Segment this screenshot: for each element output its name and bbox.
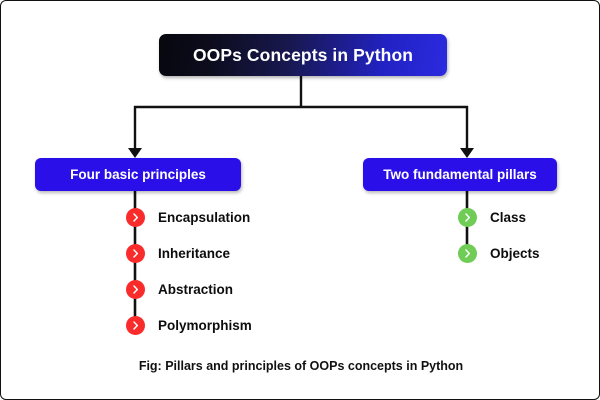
leaf-item-label: Encapsulation	[158, 209, 251, 225]
leaf-item[interactable]: Class	[458, 207, 526, 227]
leaf-item-label: Inheritance	[158, 245, 231, 261]
leaf-item[interactable]: Inheritance	[126, 243, 230, 263]
chevron-right-icon	[126, 315, 145, 335]
leaf-item[interactable]: Abstraction	[126, 279, 233, 299]
figure-caption: Fig: Pillars and principles of OOPs conc…	[138, 359, 464, 373]
leaf-item[interactable]: Objects	[458, 243, 540, 263]
branch-node-two-fundamental-pillars[interactable]: Two fundamental pillars	[363, 158, 557, 191]
chevron-right-icon	[126, 243, 145, 263]
root-node-oops-concepts[interactable]: OOPs Concepts in Python	[159, 34, 447, 76]
leaf-item-label: Objects	[490, 245, 540, 261]
leaf-item[interactable]: Polymorphism	[126, 315, 252, 335]
branch-node-label: Two fundamental pillars	[383, 167, 537, 182]
root-node-label: OOPs Concepts in Python	[192, 44, 414, 65]
leaf-item[interactable]: Encapsulation	[126, 207, 250, 227]
chevron-right-icon	[126, 207, 145, 227]
leaf-item-label: Abstraction	[158, 281, 234, 297]
chevron-right-icon	[458, 243, 477, 263]
chevron-right-icon	[458, 207, 477, 227]
branch-node-label: Four basic principles	[70, 167, 206, 182]
branch-node-four-basic-principles[interactable]: Four basic principles	[35, 158, 241, 191]
leaf-item-label: Class	[490, 209, 527, 225]
chevron-right-icon	[126, 279, 145, 299]
connector-left-arrowhead	[128, 148, 142, 158]
leaf-item-label: Polymorphism	[158, 317, 252, 333]
connector-right-arrowhead	[460, 148, 474, 158]
